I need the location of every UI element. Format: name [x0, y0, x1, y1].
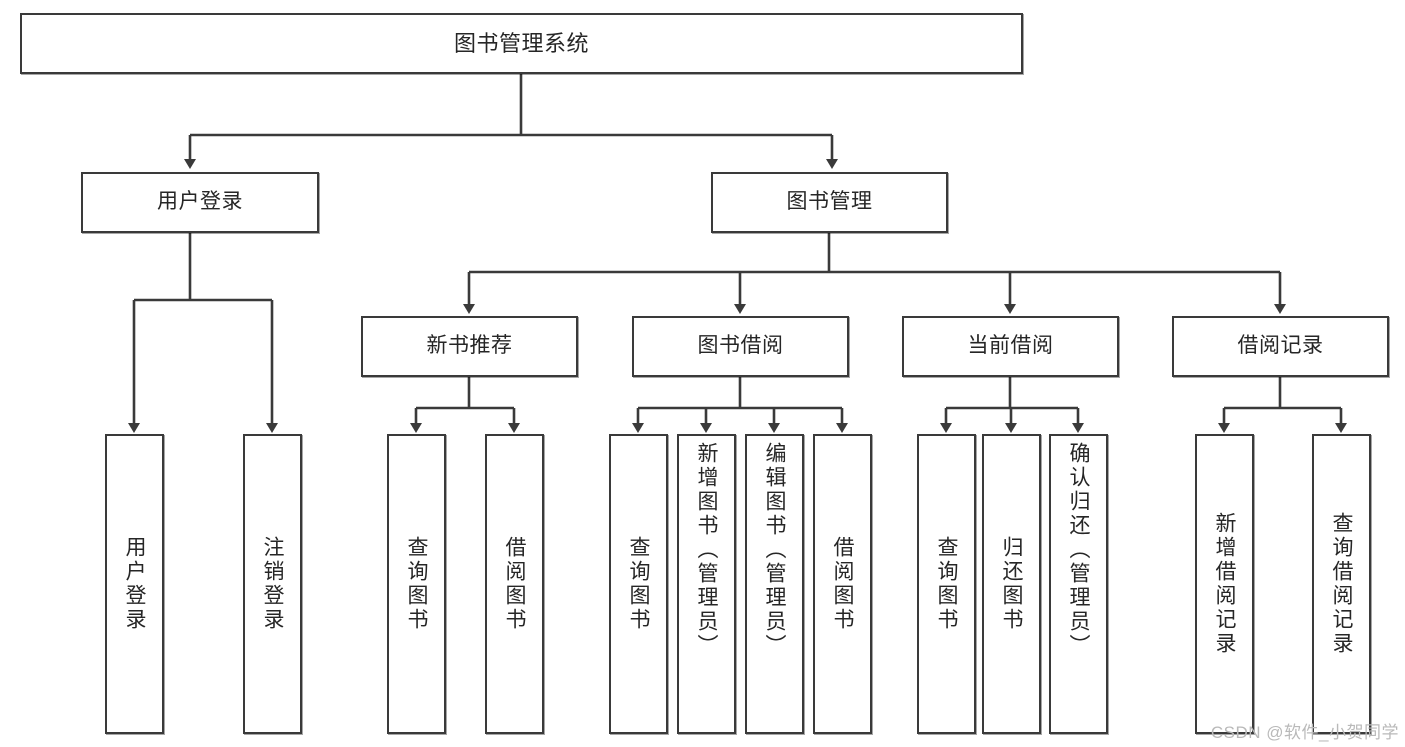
node-label: 借阅图书 — [503, 536, 526, 632]
node-label: 图书管理系统 — [453, 30, 589, 56]
node-label: 图书管理 — [786, 190, 873, 214]
node-borrow-records[interactable]: 借阅记录 — [1172, 316, 1389, 377]
node-label: 编辑图书（管理员） — [763, 442, 786, 658]
leaf-new-book-borrow[interactable]: 借阅图书 — [485, 434, 544, 734]
leaf-borrow-query-book[interactable]: 查询图书 — [609, 434, 668, 734]
node-label: 归还图书 — [1000, 536, 1023, 632]
node-root-system[interactable]: 图书管理系统 — [20, 13, 1023, 74]
node-label: 借阅图书 — [831, 536, 854, 632]
node-user-login[interactable]: 用户登录 — [81, 172, 319, 233]
node-label: 用户登录 — [157, 190, 243, 214]
node-book-borrow[interactable]: 图书借阅 — [632, 316, 849, 377]
node-label: 图书借阅 — [697, 334, 784, 358]
node-label: 查询图书 — [935, 536, 958, 632]
node-label: 注销登录 — [261, 536, 284, 632]
node-label: 查询借阅记录 — [1330, 512, 1353, 656]
leaf-user-login-signin[interactable]: 用户登录 — [105, 434, 164, 734]
leaf-borrow-add-book-admin[interactable]: 新增图书（管理员） — [677, 434, 736, 734]
node-book-management[interactable]: 图书管理 — [711, 172, 948, 233]
leaf-records-add-record[interactable]: 新增借阅记录 — [1195, 434, 1254, 734]
node-current-borrow[interactable]: 当前借阅 — [902, 316, 1119, 377]
node-label: 借阅记录 — [1237, 334, 1324, 358]
leaf-borrow-borrow-book[interactable]: 借阅图书 — [813, 434, 872, 734]
leaf-new-book-query[interactable]: 查询图书 — [387, 434, 446, 734]
leaf-current-query-book[interactable]: 查询图书 — [917, 434, 976, 734]
node-label: 查询图书 — [405, 536, 428, 632]
node-new-book-recommend[interactable]: 新书推荐 — [361, 316, 578, 377]
node-label: 新增借阅记录 — [1213, 512, 1236, 656]
node-label: 当前借阅 — [967, 334, 1054, 358]
node-label: 用户登录 — [123, 536, 146, 632]
csdn-watermark: CSDN @软件_小贺同学 — [1210, 723, 1399, 742]
node-label: 查询图书 — [627, 536, 650, 632]
leaf-records-query-record[interactable]: 查询借阅记录 — [1312, 434, 1371, 734]
node-label: 新增图书（管理员） — [695, 442, 718, 658]
leaf-user-login-signout[interactable]: 注销登录 — [243, 434, 302, 734]
leaf-borrow-edit-book-admin[interactable]: 编辑图书（管理员） — [745, 434, 804, 734]
node-label: 确认归还（管理员） — [1067, 442, 1090, 658]
leaf-current-return-book[interactable]: 归还图书 — [982, 434, 1041, 734]
node-label: 新书推荐 — [426, 334, 513, 358]
leaf-current-confirm-return-admin[interactable]: 确认归还（管理员） — [1049, 434, 1108, 734]
